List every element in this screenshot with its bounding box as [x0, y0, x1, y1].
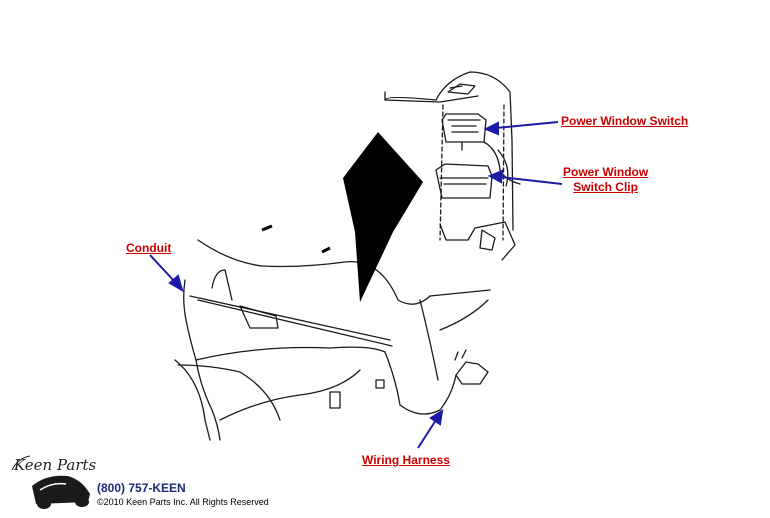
left-panel-edge	[174, 359, 211, 441]
harness-right-run	[384, 351, 457, 415]
label-power-window-switch-clip[interactable]: Power Window Switch Clip	[563, 165, 648, 195]
vent-mark-1	[261, 224, 273, 232]
arrow-power-window-switch	[495, 121, 559, 129]
switch-ridges	[447, 119, 481, 133]
defroster-duct	[343, 132, 423, 302]
plug-small	[329, 391, 341, 409]
label-switch-clip-line2: Switch Clip	[573, 180, 638, 194]
dash-outline-upper	[197, 239, 346, 268]
conduit-loop	[211, 269, 233, 301]
arrow-wiring-harness	[417, 419, 437, 449]
copyright-text: ©2010 Keen Parts Inc. All Rights Reserve…	[97, 497, 269, 507]
clip-body	[435, 163, 493, 199]
left-panel-curve	[177, 364, 281, 421]
harness-pins	[454, 349, 467, 361]
label-switch-clip-line1: Power Window	[563, 165, 649, 179]
panel-dash-right	[502, 104, 505, 241]
label-power-window-switch[interactable]: Power Window Switch	[561, 114, 689, 128]
harness-main-run-2	[197, 299, 393, 347]
switch-wire	[483, 141, 521, 185]
label-wiring-harness[interactable]: Wiring Harness	[362, 453, 450, 467]
harness-connector-right	[455, 361, 489, 385]
harness-lower-branch	[219, 369, 361, 421]
harness-main-run	[189, 295, 391, 341]
panel-latch-detail	[449, 85, 463, 89]
svg-text:Keen Parts: Keen Parts	[13, 456, 97, 474]
panel-crease	[384, 95, 479, 103]
phone-number: (800) 757-KEEN	[97, 481, 186, 495]
plug-tiny	[375, 379, 385, 389]
dash-outline-right	[429, 289, 491, 297]
junction-box	[239, 305, 279, 329]
switch-wire-2	[497, 149, 509, 187]
arrow-switch-clip	[499, 176, 563, 185]
panel-right-edge	[435, 71, 514, 231]
panel-top-left	[384, 91, 437, 101]
harness-lower-run	[195, 346, 386, 361]
arrow-conduit	[149, 254, 176, 283]
bracket	[439, 221, 516, 261]
bracket-plate	[479, 229, 496, 251]
dash-outline-right-lower	[439, 299, 489, 331]
switch-body	[441, 113, 487, 143]
keen-parts-logo: Keen Parts	[11, 455, 97, 509]
vent-mark-2	[321, 246, 331, 254]
panel-dash-left	[439, 104, 444, 241]
clip-lines	[439, 177, 489, 185]
label-conduit[interactable]: Conduit	[126, 241, 172, 255]
console-edge	[419, 299, 439, 381]
